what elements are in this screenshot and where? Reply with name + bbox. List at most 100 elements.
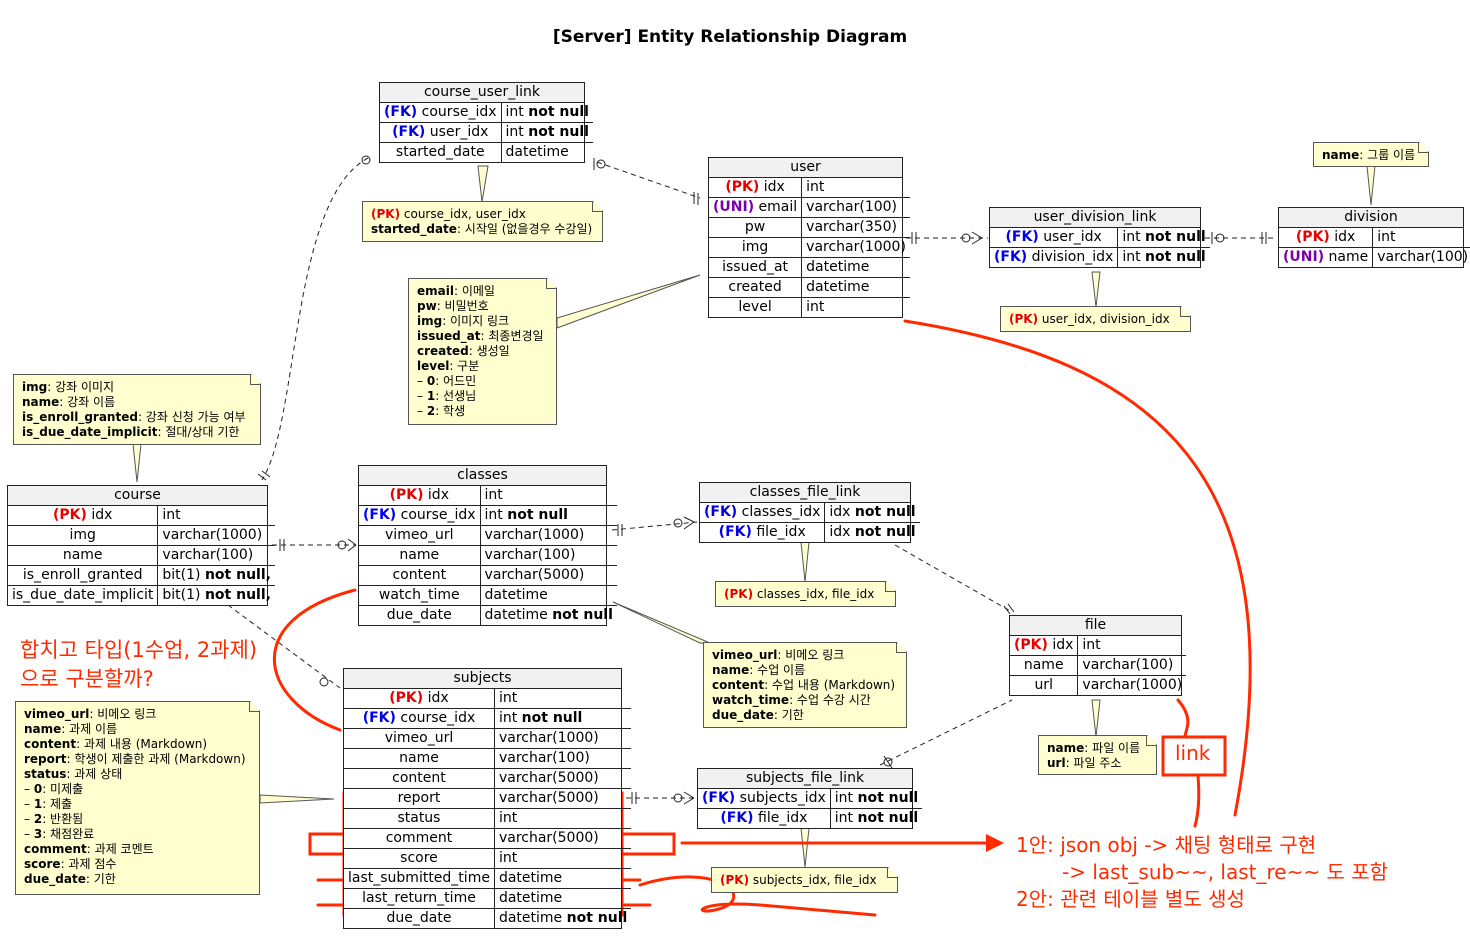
column-type-cell: int bbox=[157, 506, 275, 526]
column-modifier: not null bbox=[854, 524, 916, 540]
note-text: course_idx, user_idx bbox=[400, 207, 526, 221]
column-type: varchar(100) bbox=[498, 750, 590, 766]
column-name-cell: name bbox=[344, 748, 495, 769]
column-name-cell: (PK) idx bbox=[1010, 636, 1079, 656]
column-key-tag: (PK) bbox=[1014, 637, 1048, 653]
note-line: content: 수업 내용 (Markdown) bbox=[712, 678, 898, 693]
column-name: course_idx bbox=[421, 104, 497, 120]
column-name: classes_idx bbox=[741, 504, 821, 520]
column-type: varchar(5000) bbox=[498, 770, 599, 786]
entity-title: user_division_link bbox=[990, 208, 1200, 228]
note-line: (PK) course_idx, user_idx bbox=[371, 207, 594, 222]
column-name-cell: (FK) course_idx bbox=[359, 505, 481, 526]
note-key: name bbox=[712, 663, 750, 677]
column-name-cell: (FK) course_idx bbox=[380, 103, 502, 123]
note-key: issued_at bbox=[417, 329, 481, 343]
column-key-tag: (UNI) bbox=[1283, 249, 1325, 265]
column-type: varchar(5000) bbox=[484, 567, 585, 583]
note-key: email bbox=[417, 284, 454, 298]
note-text: : 수업 수강 시간 bbox=[789, 693, 871, 707]
column-name-cell: url bbox=[1010, 675, 1079, 695]
column-modifier: not null bbox=[528, 124, 589, 140]
column-name: name bbox=[399, 547, 440, 563]
note-key: (PK) bbox=[1009, 312, 1039, 326]
note-line: name: 강좌 이름 bbox=[22, 395, 252, 410]
column-type-cell: int bbox=[802, 298, 910, 318]
note-line: report: 학생이 제출한 과제 (Markdown) bbox=[24, 752, 251, 767]
column-name-cell: is_enroll_granted bbox=[8, 565, 159, 586]
note-key: content bbox=[24, 737, 77, 751]
note-line: is_due_date_implicit: 절대/상대 기한 bbox=[22, 425, 252, 440]
note-text: : 기한 bbox=[85, 872, 116, 886]
column-type-cell: int not null bbox=[501, 122, 593, 143]
column-type-cell: int not null bbox=[1117, 228, 1210, 248]
note-text: : 이메일 bbox=[453, 284, 495, 298]
column-name: pw bbox=[744, 219, 766, 235]
note-text: – bbox=[24, 812, 34, 826]
note-text: : 과제 내용 (Markdown) bbox=[76, 737, 208, 751]
column-name-cell: issued_at bbox=[709, 257, 803, 278]
column-type: varchar(350) bbox=[806, 219, 898, 235]
column-type: datetime bbox=[498, 910, 563, 926]
column-type-cell: int not null bbox=[501, 103, 593, 123]
note-key: score bbox=[24, 857, 61, 871]
annotation-merge-question-line2: 으로 구분할까? bbox=[20, 667, 154, 691]
rel-cfl-file bbox=[894, 544, 1013, 613]
column-name-cell: (PK) idx bbox=[359, 486, 481, 506]
column-type-cell: varchar(100) bbox=[480, 545, 617, 566]
column-modifier: not null bbox=[1145, 249, 1206, 265]
entity-title: course_user_link bbox=[380, 83, 584, 103]
column-modifier: not null bbox=[854, 504, 916, 520]
note-text: : 파일 주소 bbox=[1065, 756, 1122, 770]
column-name-cell: name bbox=[1010, 655, 1079, 676]
column-type: varchar(1000) bbox=[1082, 677, 1183, 693]
note-text: : 이미지 링크 bbox=[442, 314, 510, 328]
note-text: : 제출 bbox=[42, 797, 73, 811]
note-text: : 수업 이름 bbox=[749, 663, 806, 677]
note-key: vimeo_url bbox=[712, 648, 778, 662]
column-name: last_submitted_time bbox=[348, 870, 490, 886]
column-type-cell: varchar(5000) bbox=[494, 828, 632, 849]
column-row: name varchar(100) bbox=[359, 545, 617, 566]
column-type-cell: int not null bbox=[830, 789, 923, 809]
note-key: is_due_date_implicit bbox=[22, 425, 158, 439]
column-name: status bbox=[397, 810, 441, 826]
column-type-cell: varchar(1000) bbox=[494, 728, 632, 749]
entity-title: subjects_file_link bbox=[698, 769, 912, 789]
column-name-cell: pw bbox=[709, 217, 803, 238]
note-line: – 0: 미제출 bbox=[24, 782, 251, 797]
column-name-cell: (FK) user_idx bbox=[990, 228, 1119, 248]
column-type-cell: varchar(5000) bbox=[494, 788, 632, 809]
column-type: varchar(1000) bbox=[806, 239, 906, 255]
column-name: idx bbox=[427, 690, 449, 706]
note-line: – 2: 학생 bbox=[417, 404, 548, 419]
column-name: watch_time bbox=[378, 587, 460, 603]
note-key: started_date bbox=[371, 222, 457, 236]
note-line: img: 강좌 이미지 bbox=[22, 380, 252, 395]
column-modifier: not null bbox=[552, 607, 613, 623]
note-text: : 과제 상태 bbox=[66, 767, 123, 781]
column-name-cell: (UNI) name bbox=[1279, 247, 1374, 267]
note-key: name bbox=[1322, 148, 1360, 162]
column-name: comment bbox=[385, 830, 453, 846]
note-line: due_date: 기한 bbox=[712, 708, 898, 723]
